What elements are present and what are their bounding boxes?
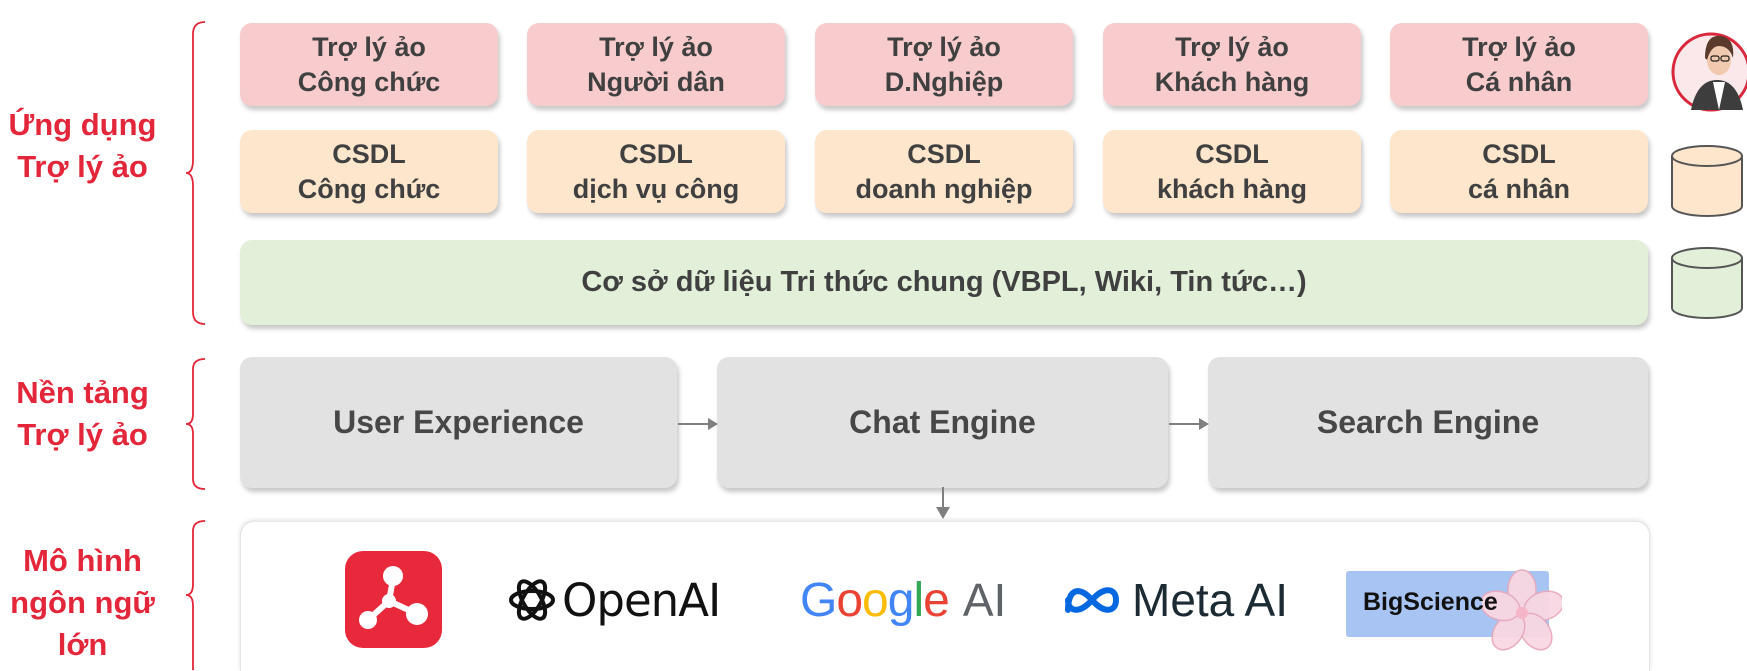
openai-knot-icon <box>509 579 555 621</box>
knowledge-base-box: Cơ sở dữ liệu Tri thức chung (VBPL, Wiki… <box>240 240 1648 325</box>
layer-label-line: Trợ lý ảo <box>17 417 148 452</box>
box-line: CSDL <box>619 138 693 169</box>
box-line: Trợ lý ảo <box>1175 31 1289 62</box>
database-green-icon <box>1671 247 1743 319</box>
box-line: Trợ lý ảo <box>887 31 1001 62</box>
cherry-blossom-icon <box>1482 569 1562 651</box>
openai-wordmark: OpenAI <box>562 573 721 627</box>
meta-ai-logo: Meta AI <box>1060 572 1288 628</box>
molecule-logo-icon <box>345 551 442 648</box>
layer-label-line: Trợ lý ảo <box>17 149 148 184</box>
layer-label-application: Ứng dụng Trợ lý ảo <box>0 104 165 188</box>
google-letter: e <box>923 573 950 627</box>
brace-platform <box>185 358 206 490</box>
meta-ai-wordmark: Meta AI <box>1132 574 1288 626</box>
brace-models <box>185 520 206 670</box>
assistant-avatar-icon <box>1671 32 1747 112</box>
box-line: khách hàng <box>1156 173 1308 204</box>
layer-label-line: Mô hình <box>23 543 142 578</box>
meta-infinity-icon <box>1065 587 1120 613</box>
user-experience-label: User Experience <box>333 404 584 440</box>
google-letter: l <box>913 573 924 627</box>
arrow-chat-to-models <box>936 487 950 519</box>
box-line: D.Nghiệp <box>884 66 1004 97</box>
assistant-box-personal: Trợ lý ảo Cá nhân <box>1390 23 1648 106</box>
search-engine-label: Search Engine <box>1316 404 1540 440</box>
box-line: Khách hàng <box>1154 66 1310 97</box>
database-cream-icon <box>1671 145 1743 217</box>
google-ai-suffix: AI <box>962 574 1007 626</box>
box-line: Người dân <box>587 66 725 97</box>
box-line: Công chức <box>297 66 441 97</box>
box-line: doanh nghiệp <box>855 173 1033 204</box>
box-line: Trợ lý ảo <box>1462 31 1576 62</box>
google-ai-logo: G o o g l e AI <box>800 570 1006 630</box>
box-line: Trợ lý ảo <box>312 31 426 62</box>
database-box-public-service: CSDL dịch vụ công <box>527 130 785 213</box>
arrow-ux-to-chat <box>678 418 718 430</box>
database-box-customer: CSDL khách hàng <box>1103 130 1361 213</box>
box-line: Trợ lý ảo <box>599 31 713 62</box>
user-experience-box: User Experience <box>240 357 677 488</box>
knowledge-base-label: Cơ sở dữ liệu Tri thức chung (VBPL, Wiki… <box>581 266 1307 298</box>
box-line: CSDL <box>907 138 981 169</box>
assistant-box-customer: Trợ lý ảo Khách hàng <box>1103 23 1361 106</box>
assistant-box-civil-servant: Trợ lý ảo Công chức <box>240 23 498 106</box>
layer-label-line: lớn <box>57 627 108 662</box>
google-letter: g <box>887 573 915 627</box>
google-letter: o <box>836 573 863 627</box>
brace-application <box>185 21 206 325</box>
layer-label-platform: Nền tảng Trợ lý ảo <box>0 372 165 456</box>
chat-engine-label: Chat Engine <box>849 404 1036 440</box>
assistant-box-citizen: Trợ lý ảo Người dân <box>527 23 785 106</box>
box-line: dịch vụ công <box>572 173 740 204</box>
chat-engine-box: Chat Engine <box>717 357 1168 488</box>
box-line: CSDL <box>1195 138 1269 169</box>
box-line: Công chức <box>297 173 441 204</box>
database-box-personal: CSDL cá nhân <box>1390 130 1648 213</box>
box-line: CSDL <box>332 138 406 169</box>
database-box-enterprise: CSDL doanh nghiệp <box>815 130 1073 213</box>
layer-label-line: ngôn ngữ <box>10 585 155 620</box>
bigscience-wordmark: BigScience <box>1363 588 1498 616</box>
layer-label-models: Mô hình ngôn ngữ lớn <box>0 540 165 666</box>
arrow-chat-to-search <box>1169 418 1209 430</box>
box-line: Cá nhân <box>1465 66 1573 97</box>
layer-label-line: Nền tảng <box>16 375 149 410</box>
openai-logo: OpenAI <box>506 572 721 628</box>
assistant-box-enterprise: Trợ lý ảo D.Nghiệp <box>815 23 1073 106</box>
database-box-civil-servant: CSDL Công chức <box>240 130 498 213</box>
google-letter: o <box>862 573 889 627</box>
box-line: CSDL <box>1482 138 1556 169</box>
layer-label-line: Ứng dụng <box>8 107 157 142</box>
box-line: cá nhân <box>1467 173 1571 204</box>
google-letter: G <box>800 573 837 627</box>
search-engine-box: Search Engine <box>1208 357 1648 488</box>
